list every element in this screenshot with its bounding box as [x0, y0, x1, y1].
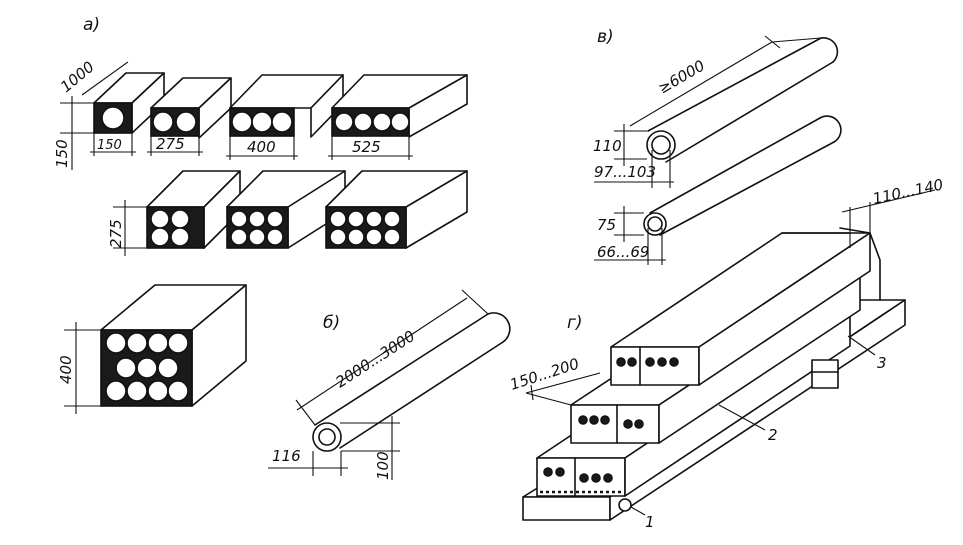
- dim-block-400: 400: [247, 138, 276, 156]
- part-b-group: б) 2000...3000 116 100: [268, 289, 511, 480]
- dim-block-525: 525: [352, 138, 381, 156]
- callout-3: 3: [877, 354, 887, 372]
- block-one-hole: [93, 72, 165, 134]
- dim-outer-v2: 75: [597, 216, 616, 234]
- part-a-label: а): [83, 15, 100, 35]
- block-two-holes: [150, 77, 232, 139]
- part-g-group: г): [508, 175, 945, 531]
- part-g-label: г): [567, 313, 583, 333]
- dim-inner-v2: 66...69: [597, 243, 649, 261]
- dim-block-275: 275: [156, 135, 185, 153]
- dim-length-v: ≥6000: [655, 57, 708, 98]
- dim-height-150: 150: [53, 139, 71, 168]
- tube-v-large: [646, 37, 839, 163]
- assembly-tier-3: [610, 227, 881, 386]
- block-three-holes: [229, 74, 344, 138]
- block-2x3-holes: [226, 170, 346, 249]
- callout-2: 2: [768, 426, 778, 444]
- dim-length-b: 2000...3000: [332, 327, 418, 391]
- part-v-label: в): [597, 27, 614, 47]
- dim-height-275: 275: [107, 219, 125, 248]
- dims-v: ≥6000 110 97...103 75 66...69: [593, 35, 822, 265]
- assembly-support: [811, 359, 839, 389]
- part-b-label: б): [323, 313, 340, 333]
- block-2x2-holes: [146, 170, 241, 249]
- dim-diameter-b: 116: [272, 447, 301, 465]
- dim-inner-v1: 97...103: [594, 163, 656, 181]
- tube-b: [312, 312, 511, 452]
- dim-width-1000: 1000: [57, 58, 98, 96]
- dim-block-150: 150: [97, 138, 122, 153]
- block-four-holes: [331, 74, 468, 138]
- dim-outer-v1: 110: [593, 137, 622, 155]
- callout-1: 1: [645, 513, 655, 531]
- callouts-g: 1 2 3: [618, 335, 887, 531]
- block-2x4-holes: [325, 170, 468, 249]
- dim-gap-g: 110...140: [871, 175, 945, 207]
- part-v-group: в) ≥6000 110 97...103: [593, 27, 842, 265]
- dims-row-3: 400: [57, 322, 101, 414]
- tube-v-small: [643, 115, 842, 236]
- block-3x4-holes: [100, 284, 247, 407]
- dim-height-400: 400: [57, 355, 75, 384]
- part-a-group: а): [53, 15, 468, 414]
- dims-row-2: 275: [107, 200, 147, 256]
- dim-height-b: 100: [374, 451, 392, 480]
